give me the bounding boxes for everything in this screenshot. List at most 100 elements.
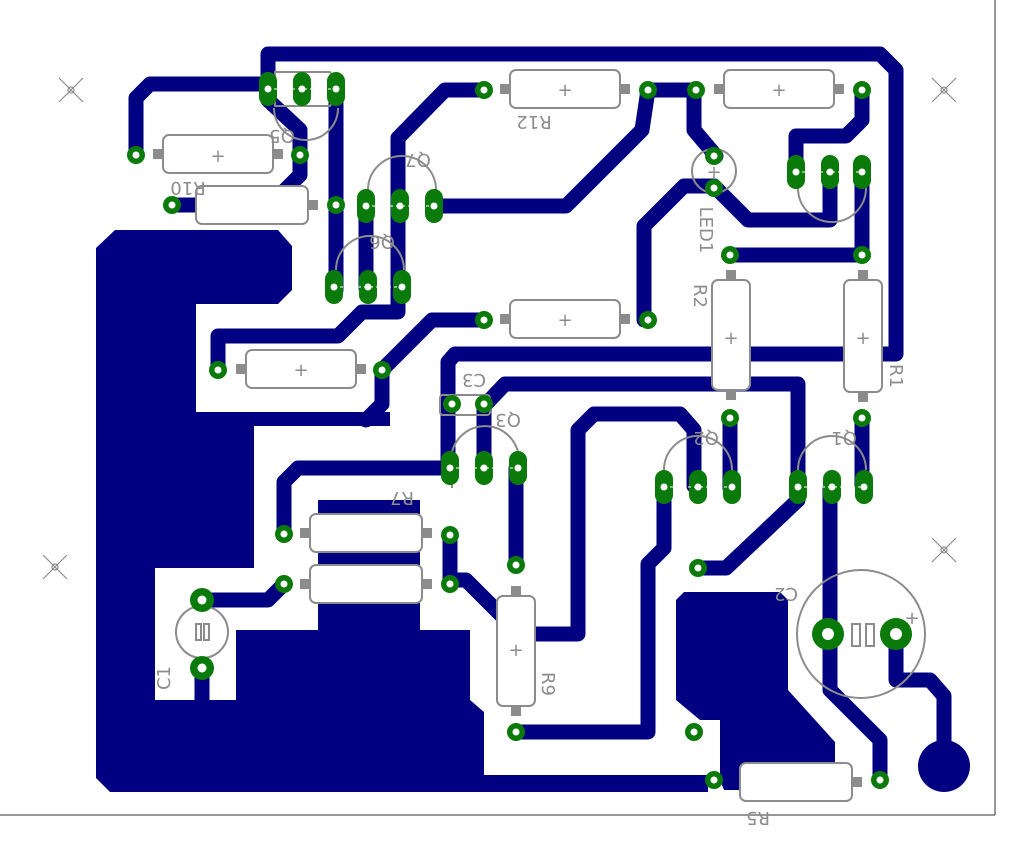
polarity-plus: +	[293, 360, 308, 381]
x-mark-icon	[42, 554, 68, 580]
designator-q5: Q5	[269, 125, 295, 146]
via-pad	[127, 146, 145, 164]
via-pad	[275, 525, 293, 543]
copper-pours	[96, 230, 970, 792]
via-pad	[705, 179, 723, 197]
designator-r10: R10	[170, 177, 205, 198]
transistor-outline	[663, 435, 733, 471]
designator-r9: R9	[537, 672, 558, 696]
via-pad	[721, 246, 739, 264]
via-pad	[853, 246, 871, 264]
designator-led1: LED1	[695, 207, 716, 254]
designator-r2: R2	[689, 284, 710, 308]
designator-q3: Q3	[495, 409, 521, 430]
transistor-outline	[797, 187, 867, 223]
resistor-leads	[153, 84, 868, 787]
ground-pour-left	[96, 230, 708, 792]
transistor-pad	[475, 451, 493, 485]
via-pad	[475, 81, 493, 99]
via-pad	[327, 196, 345, 214]
fiducial-marks	[42, 77, 957, 580]
via-pad	[275, 575, 293, 593]
x-mark-icon	[931, 537, 957, 563]
trace	[374, 312, 492, 378]
via-pad	[291, 146, 309, 164]
resistor-body	[309, 564, 423, 604]
polarity-plus: +	[706, 162, 721, 183]
capacitor-pad	[812, 618, 844, 650]
polarity-plus: +	[855, 328, 870, 349]
via-pad	[475, 311, 493, 329]
resistor-body	[195, 185, 309, 225]
trace	[512, 478, 672, 740]
trace	[822, 480, 888, 788]
via-pad	[689, 559, 707, 577]
trace	[478, 376, 806, 496]
designator-c3: C3	[462, 369, 486, 390]
trace	[260, 46, 904, 476]
via-pad	[853, 409, 871, 427]
trace	[690, 480, 806, 576]
trace	[686, 82, 724, 164]
ground-pour-right	[676, 592, 835, 790]
round-pads	[127, 81, 912, 789]
designator-c1: C1	[154, 666, 175, 690]
transistor-pad	[823, 470, 841, 504]
polarity-plus: +	[557, 310, 572, 331]
designator-q6: Q6	[369, 231, 395, 252]
resistor-body	[309, 513, 423, 553]
designator-q2: Q2	[693, 427, 719, 448]
designator-q1: Q1	[831, 427, 857, 448]
via-pad	[639, 81, 657, 99]
designator-r7: R7	[390, 487, 414, 508]
trace	[194, 576, 292, 608]
oval-pads	[259, 72, 873, 504]
capacitor-pad	[880, 618, 912, 650]
trace	[706, 167, 838, 228]
resistor-body	[739, 762, 853, 802]
pad-centerlines	[268, 88, 864, 488]
trace	[358, 362, 390, 428]
trace	[390, 82, 492, 216]
transistor-pad	[359, 270, 377, 304]
via-pad	[871, 771, 889, 789]
polarity-plus: +	[210, 146, 225, 167]
via-pad	[441, 575, 459, 593]
transistor-pad	[293, 72, 311, 106]
transistor-outline	[367, 155, 437, 191]
designator-c2: C2	[774, 583, 798, 604]
via-pad	[507, 723, 525, 741]
via-pad	[721, 409, 739, 427]
via-pad	[639, 311, 657, 329]
trace	[426, 82, 698, 214]
capacitor-pad	[190, 656, 214, 680]
via-pad	[441, 526, 459, 544]
via-pad	[705, 147, 723, 165]
polarity-plus: +	[723, 328, 738, 349]
transistor-outline	[335, 235, 405, 271]
trace	[276, 460, 456, 540]
transistor-outline	[797, 435, 867, 471]
via-pad	[507, 556, 525, 574]
trace	[788, 82, 870, 183]
via-pad	[705, 771, 723, 789]
via-pad	[853, 81, 871, 99]
x-mark-icon	[931, 77, 957, 103]
capacitor-outline	[796, 569, 926, 699]
trace	[128, 76, 276, 163]
board-outline	[0, 0, 996, 816]
polarity-plus: +	[557, 80, 572, 101]
transistor-pad	[689, 470, 707, 504]
designator-r5: R5	[746, 807, 770, 828]
designator-r1: R1	[885, 364, 906, 388]
via-pad	[685, 723, 703, 741]
transistor-outline	[451, 425, 519, 453]
polarity-plus: +	[508, 640, 523, 661]
transistor-pad	[853, 155, 871, 189]
polarity-plus: +	[771, 80, 786, 101]
trace	[888, 626, 952, 774]
transistor-pad	[855, 470, 873, 504]
designator-r12: R12	[516, 111, 551, 132]
via-pad	[475, 395, 493, 413]
